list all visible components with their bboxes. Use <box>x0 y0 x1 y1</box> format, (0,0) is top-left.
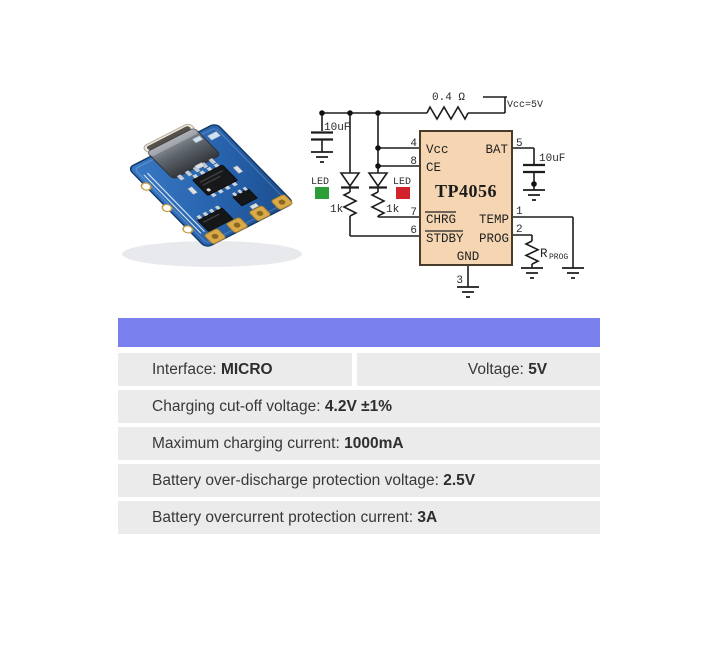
tp4056-chip <box>192 163 238 198</box>
table-row: Interface: MICRO Voltage: 5V <box>118 353 600 386</box>
wires <box>321 96 574 287</box>
battery-cap-label: 10uF <box>539 153 565 165</box>
led-symbol-left <box>339 172 361 188</box>
pin-label-gnd: GND <box>457 250 480 264</box>
ic-name: TP4056 <box>435 181 497 201</box>
battery-capacitor <box>523 163 545 174</box>
table-row: Maximum charging current: 1000mA <box>118 427 600 460</box>
max-current-label: Maximum charging current: <box>152 435 340 452</box>
tp4056-circuit-schematic: TP4056 Vcc CE CHRG STDBY GND BAT TEMP PR… <box>311 92 584 298</box>
table-header-bar <box>118 318 600 347</box>
pin-label-temp: TEMP <box>479 213 509 227</box>
pin-label-ce: CE <box>426 161 441 175</box>
header-bar-fill <box>118 318 600 347</box>
green-led-square <box>315 187 329 199</box>
led-symbol-right <box>367 172 389 188</box>
series-resistor-label: 0.4 Ω <box>432 92 465 104</box>
pin-label-bat: BAT <box>485 143 508 157</box>
pin-number-4: 4 <box>410 138 417 150</box>
input-capacitor <box>311 131 333 141</box>
resistor-left-1k <box>342 191 358 217</box>
pin-number-5: 5 <box>516 138 523 150</box>
rprog-label: R <box>540 247 548 261</box>
led-right-label: LED <box>393 177 411 188</box>
spec-table: Interface: MICRO Voltage: 5V Charging cu… <box>118 318 600 538</box>
edge-castellations <box>140 182 194 234</box>
resistor-left-label: 1k <box>330 204 344 216</box>
pin-number-6: 6 <box>410 225 417 237</box>
cutoff-voltage-label: Charging cut-off voltage: <box>152 398 321 415</box>
pin-number-2: 2 <box>516 224 523 236</box>
interface-value: MICRO <box>220 361 273 378</box>
pin-number-3: 3 <box>456 275 463 287</box>
overcurrent-label: Battery overcurrent protection current: <box>152 509 414 526</box>
solder-pads <box>204 194 293 244</box>
interface-label: Interface: <box>152 361 217 378</box>
ground-symbols <box>311 151 584 298</box>
pin-label-chrg: CHRG <box>426 213 456 227</box>
pin-label-vcc: Vcc <box>426 143 449 157</box>
series-resistor <box>426 105 469 121</box>
overdischarge-value: 2.5V <box>443 472 476 489</box>
voltage-label: Voltage: <box>467 361 524 378</box>
voltage-value: 5V <box>528 361 548 378</box>
max-current-value: 1000mA <box>344 435 404 452</box>
table-row: Charging cut-off voltage: 4.2V ±1% <box>118 390 600 423</box>
mosfet-chip <box>196 205 233 232</box>
ic-body <box>419 130 513 266</box>
pcb-board <box>129 123 293 247</box>
pin-label-stdby: STDBY <box>426 232 464 246</box>
resistor-right-1k <box>370 191 386 217</box>
silkscreen-rails <box>143 172 206 234</box>
table-row: Battery over-discharge protection voltag… <box>118 464 600 497</box>
cutoff-voltage-value: 4.2V ±1% <box>324 398 393 415</box>
voltage-cell: Voltage: 5V <box>357 353 600 386</box>
pin-label-prog: PROG <box>479 232 509 246</box>
rprog-label-subscript: PROG <box>549 253 568 262</box>
smd-passives <box>187 131 260 210</box>
pcb-module-photo <box>122 123 302 267</box>
led-left-label: LED <box>311 177 329 188</box>
junction-dots <box>319 110 537 187</box>
input-cap-label: 10uF <box>324 122 350 134</box>
table-row: Battery overcurrent protection current: … <box>118 501 600 534</box>
supply-voltage-label: Vcc=5V <box>507 100 543 111</box>
red-led-square <box>396 187 410 199</box>
overcurrent-value: 3A <box>417 509 438 526</box>
protection-chip <box>231 186 258 207</box>
photo-shadow <box>122 241 302 267</box>
pin-number-7: 7 <box>410 207 417 219</box>
resistor-right-label: 1k <box>386 204 400 216</box>
pin-number-8: 8 <box>410 156 417 168</box>
rprog-resistor <box>524 240 540 265</box>
overdischarge-label: Battery over-discharge protection voltag… <box>152 472 439 489</box>
pin-number-1: 1 <box>516 206 523 218</box>
interface-cell: Interface: MICRO <box>118 353 352 386</box>
